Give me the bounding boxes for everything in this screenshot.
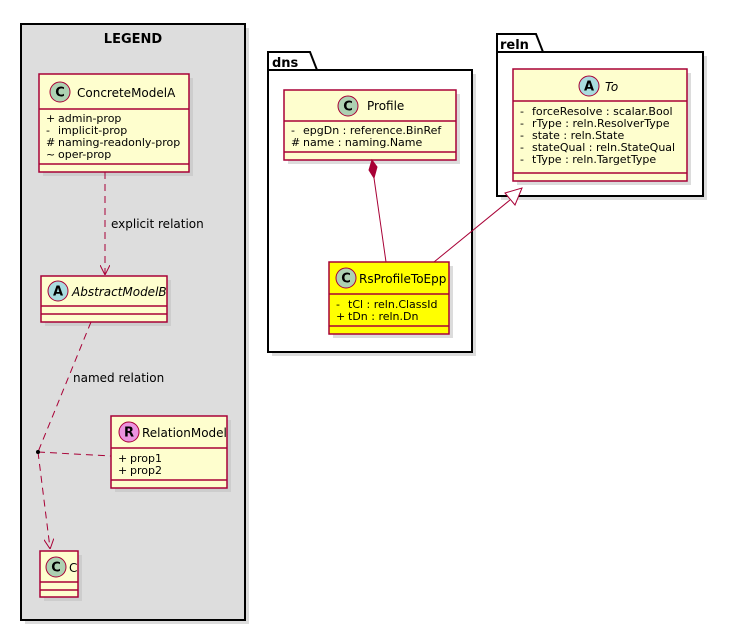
visibility-icon: +: [118, 464, 127, 477]
stereotype-letter: C: [55, 86, 65, 101]
edge-composition: [368, 158, 387, 263]
attribute: oper-prop: [58, 148, 111, 161]
visibility-icon: +: [118, 452, 127, 465]
composition-diamond-icon: [368, 158, 378, 180]
attribute: prop2: [130, 464, 162, 477]
attribute: forceResolve : scalar.Bool: [532, 105, 673, 118]
class-profile[interactable]: C Profile - epgDn : reference.BinRef # n…: [283, 89, 460, 164]
class-c-icon: [49, 81, 71, 103]
package-name: dns: [272, 56, 299, 71]
abstract-a-icon: [578, 75, 600, 97]
class-relation-model[interactable]: R RelationModel + prop1 + prop2: [110, 415, 231, 492]
visibility-icon: -: [520, 129, 524, 142]
package-name: reln: [500, 38, 529, 53]
class-c-icon: [337, 95, 359, 117]
class-name: Profile: [367, 99, 404, 113]
attribute: implicit-prop: [58, 124, 127, 137]
class-name: RsProfileToEpp: [359, 272, 446, 286]
edge-label: named relation: [73, 371, 164, 385]
class-name: ConcreteModelA: [77, 86, 176, 100]
visibility-icon: #: [291, 136, 300, 149]
attribute: epgDn : reference.BinRef: [303, 124, 442, 137]
attribute: naming-readonly-prop: [58, 136, 180, 149]
edge-inheritance: [433, 187, 523, 263]
association-point: [36, 450, 40, 454]
attribute: admin-prop: [58, 112, 121, 125]
class-name: RelationModel: [142, 426, 227, 440]
class-abstract-model-b[interactable]: A AbstractModelB: [40, 275, 171, 326]
attribute: name : naming.Name: [303, 136, 423, 149]
class-to[interactable]: A To - forceResolve : scalar.Bool - rTyp…: [512, 68, 691, 185]
attribute: prop1: [130, 452, 162, 465]
attribute: tType : reln.TargetType: [532, 153, 656, 166]
visibility-icon: ~: [46, 148, 55, 161]
class-name: To: [605, 80, 618, 94]
class-c[interactable]: C C: [39, 550, 82, 601]
class-name: C: [69, 561, 77, 575]
visibility-icon: -: [46, 124, 50, 137]
attribute: rType : reln.ResolverType: [532, 117, 670, 130]
class-rs-profile-to-epp[interactable]: C RsProfileToEpp - tCl : reln.ClassId + …: [328, 261, 453, 338]
stereotype-letter: A: [53, 285, 63, 300]
class-name: AbstractModelB: [71, 285, 167, 299]
inheritance-triangle-icon: [504, 187, 523, 206]
visibility-icon: -: [291, 124, 295, 137]
stereotype-letter: C: [51, 561, 61, 576]
attribute: tCl : reln.ClassId: [348, 298, 438, 311]
stereotype-letter: C: [343, 100, 353, 115]
visibility-icon: #: [46, 136, 55, 149]
stereotype-letter: R: [124, 426, 134, 441]
attribute: stateQual : reln.StateQual: [532, 141, 675, 154]
class-c-icon: [45, 556, 67, 578]
class-concrete-model-a[interactable]: C ConcreteModelA + admin-prop - implicit…: [38, 73, 193, 176]
visibility-icon: +: [336, 310, 345, 323]
relation-r-icon: [118, 421, 140, 443]
visibility-icon: -: [520, 153, 524, 166]
edge-explicit-relation: explicit relation: [105, 172, 204, 274]
edge-named-relation: named relation: [36, 321, 164, 548]
stereotype-letter: C: [341, 272, 351, 287]
visibility-icon: +: [46, 112, 55, 125]
attribute: state : reln.State: [532, 129, 624, 142]
visibility-icon: -: [520, 117, 524, 130]
visibility-icon: -: [520, 105, 524, 118]
abstract-a-icon: [47, 280, 69, 302]
stereotype-letter: A: [584, 80, 594, 95]
attribute: tDn : reln.Dn: [348, 310, 418, 323]
visibility-icon: -: [336, 298, 340, 311]
edge-label: explicit relation: [111, 217, 204, 231]
legend-title: LEGEND: [104, 32, 163, 47]
visibility-icon: -: [520, 141, 524, 154]
class-c-icon: [335, 267, 357, 289]
